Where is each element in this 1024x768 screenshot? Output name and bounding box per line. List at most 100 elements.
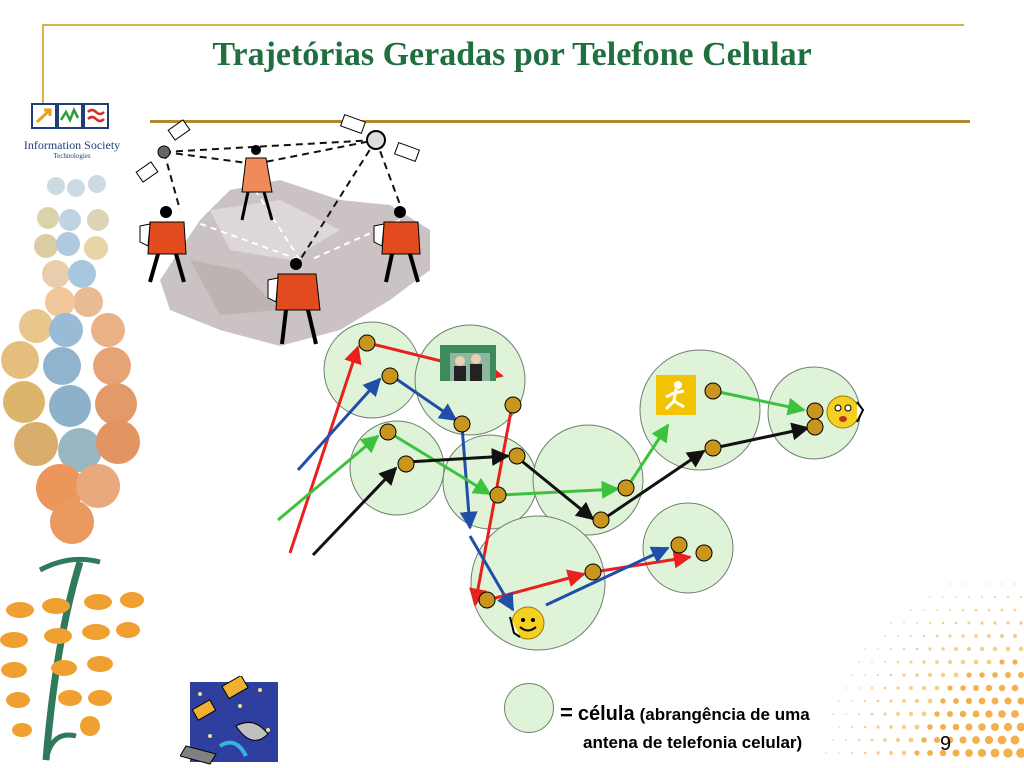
decorative-dot [832,713,834,715]
decorative-dot [845,713,847,715]
decorative-dot [1001,583,1003,585]
trajectory-black [311,422,810,557]
decorative-dot [863,725,867,729]
decorative-dot [1010,735,1020,745]
decorative-dot [974,608,978,612]
decorative-dot [1004,697,1012,705]
decorative-dot [1014,583,1016,585]
legend-equals: = [560,700,573,725]
decorative-dot [975,583,977,585]
decorative-dot [1013,608,1017,612]
decorative-dot [901,724,907,730]
satellite-icon-right [339,113,421,163]
decorative-dot [966,646,972,652]
decorative-dot [977,748,987,758]
decorative-dot [965,697,973,705]
decorative-dot [967,621,971,625]
decorative-dot [838,726,840,728]
decorative-dot [845,687,847,689]
decorative-dot [952,723,960,731]
decorative-dot [927,724,933,730]
smiley-phone-icon-bottom [509,606,545,640]
decorative-dot [858,661,860,663]
decorative-dot [902,673,906,677]
decorative-dot [942,596,944,598]
satellite-icon-left [135,119,191,183]
decorative-dot [857,712,861,716]
decorative-dot [933,736,941,744]
decorative-dot-pattern [825,583,1024,758]
decorative-dot [966,672,972,678]
decorative-dot [864,648,866,650]
legend-term: célula [577,703,635,725]
decorative-dot [1003,722,1013,732]
decorative-dot [959,710,967,718]
decorative-dot [954,621,958,625]
slide-title: Trajetórias Geradas por Telefone Celular [212,36,812,73]
decorative-dot [1006,621,1010,625]
decorative-dot [889,725,893,729]
decorative-dot [978,697,986,705]
decorative-dot [876,725,880,729]
decorative-dot [1019,621,1023,625]
decorative-dot [910,609,912,611]
person-phone-icon-3 [373,206,421,283]
decorative-dot [851,726,853,728]
decorative-dot [968,596,970,598]
decorative-dot [863,699,867,703]
decorative-dot [1006,595,1010,599]
decorative-dot [838,700,840,702]
decorative-dot [832,739,834,741]
decorative-dot [1011,710,1019,718]
decorative-dot [940,672,946,678]
decorative-dot [953,698,959,704]
decorative-dot [939,749,947,757]
decorative-dot [992,672,998,678]
decorative-dot [870,686,874,690]
decorative-dot [915,647,919,651]
decorative-dot [999,633,1005,639]
decorative-dot [961,608,965,612]
decorative-dot [883,686,887,690]
decorative-dot [909,660,913,664]
decorative-dot [973,659,979,665]
decorative-dot [909,686,913,690]
decorative-dot [927,698,933,704]
decorative-dot [980,621,984,625]
cell-9 [642,502,734,594]
person-phone-icon-4 [267,258,321,345]
decorative-dot [934,685,940,691]
decorative-dot [998,710,1006,718]
decorative-dot [939,723,947,731]
decorative-dot [1012,659,1018,665]
decorative-dot [959,736,967,744]
legend-line-1: = célula (abrangência de uma [560,700,810,726]
decorative-dot [986,659,992,665]
gps-clipart-scene [135,113,430,346]
decorative-dot [895,737,901,743]
decorative-dot [915,673,919,677]
decorative-dot [858,687,860,689]
decorative-dot [991,723,999,731]
decorative-dot [883,738,887,742]
decorative-hexagon-chain [0,175,144,761]
decorative-dot [883,712,887,716]
decorative-dot [954,647,958,651]
decorative-dot [914,698,920,704]
decorative-dot [962,583,964,585]
decorative-dot [985,684,993,692]
decorative-dot [980,595,984,599]
decorative-dot [845,739,847,741]
decorative-dot [941,621,945,625]
legend-description-2: antena de telefonia celular) [583,733,803,752]
decorative-dot [952,749,960,757]
decorative-dot [871,661,873,663]
decorative-dot [946,710,954,718]
decorative-dot [908,737,914,743]
decorative-dot [940,698,946,704]
decorative-dot [1017,697,1024,705]
runner-icon [656,375,696,415]
decorative-dot [897,635,899,637]
decorative-dot [961,634,965,638]
decorative-dot [903,622,905,624]
